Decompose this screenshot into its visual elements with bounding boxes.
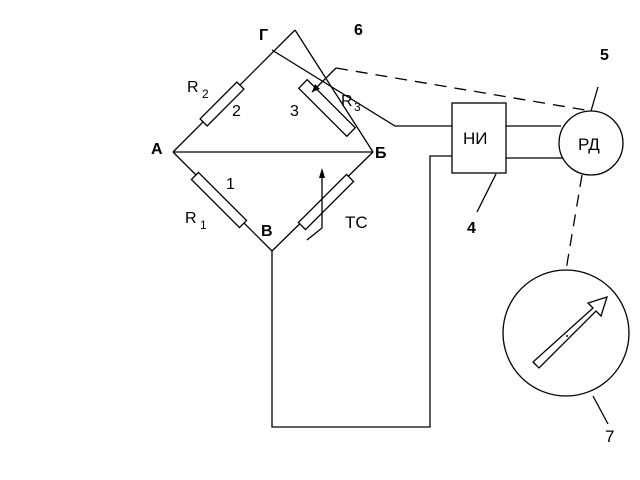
callout-4: 4 [467,220,476,237]
gauge-pivot [566,335,568,337]
resistor-r2 [199,81,245,127]
callout-7: 7 [605,427,614,446]
slider-arrow-head [312,84,320,92]
label-r1-subscript: 1 [200,218,207,232]
amplifier-label: НИ [463,129,488,148]
label-r1: R [185,210,197,227]
edge-g-b [294,29,374,153]
tc-arrow-head [319,168,325,178]
mech-link-gauge [563,174,583,283]
callout-1: 1 [226,176,235,193]
resistor-r1 [190,171,248,229]
label-r3: R [341,93,353,110]
wire-v-to-amplifier [271,155,452,428]
node-label-a: А [151,141,163,158]
callout-6: 6 [354,22,363,39]
leader-7 [592,395,609,425]
callout-5: 5 [600,47,609,64]
tc-variable-arrow [306,174,323,241]
leader-5 [590,86,599,112]
node-label-b: Б [375,145,387,162]
wire-slider-to-amplifier [271,49,452,127]
node-label-v: В [261,223,273,240]
gauge-pointer-icon [532,296,608,369]
callout-3: 3 [290,103,299,120]
amplifier-box [451,102,507,174]
label-r2-subscript: 2 [202,87,209,101]
callout-2: 2 [232,103,241,120]
label-r3-subscript: 3 [354,100,361,114]
node-label-g: Г [259,27,268,44]
label-tc: ТС [345,213,368,232]
resistor-r3 [297,78,357,138]
motor-label: РД [578,135,600,154]
label-r2: R [187,79,199,96]
mech-link-slider [335,67,592,112]
leader-4 [476,173,497,213]
